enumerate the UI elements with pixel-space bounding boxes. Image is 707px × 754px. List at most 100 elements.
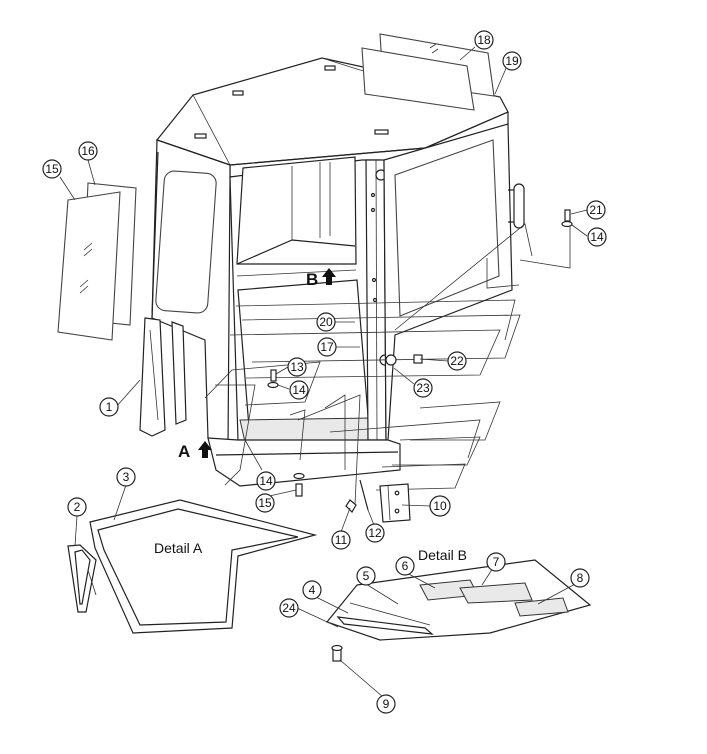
callout-12: 12	[365, 523, 385, 543]
detail-b-mat	[325, 559, 592, 662]
callout-circle	[365, 523, 385, 543]
callout-3: 3	[116, 467, 136, 487]
callout-20: 20	[316, 312, 336, 332]
callout-24: 24	[279, 598, 299, 618]
callout-circle	[78, 141, 98, 161]
callout-circle	[287, 357, 307, 377]
callout-number: 9	[383, 697, 390, 711]
callout-14c: 14	[587, 227, 607, 247]
callout-15a: 15	[255, 493, 275, 513]
callout-9: 9	[376, 694, 396, 714]
side-glass-panels	[57, 182, 137, 341]
callout-circle	[317, 337, 337, 357]
callout-7: 7	[486, 552, 506, 572]
callout-number: 21	[589, 203, 603, 217]
callout-number: 15	[45, 162, 59, 176]
callout-circle	[256, 471, 276, 491]
callout-22: 22	[447, 351, 467, 371]
callout-number: 11	[335, 533, 348, 547]
callout-number: 24	[282, 601, 296, 615]
callout-number: 14	[259, 474, 273, 488]
callout-number: 2	[74, 500, 81, 514]
callout-number: 3	[123, 470, 130, 484]
callout-number: 6	[402, 559, 409, 573]
callout-circle	[316, 312, 336, 332]
cab-floor-frame	[207, 437, 401, 487]
detail-a-label: Detail A	[154, 540, 203, 556]
callouts: 1 2 3 4 5 6 7 8 9 10 11 12 13 14 14 14 1…	[42, 30, 607, 714]
callout-number: 5	[363, 569, 370, 583]
callout-number: 4	[309, 583, 316, 597]
callout-circle	[376, 694, 396, 714]
callout-circle	[356, 566, 376, 586]
callout-number: 8	[577, 571, 584, 585]
callout-number: 16	[81, 144, 95, 158]
rear-glass	[361, 33, 495, 111]
callout-number: 19	[505, 54, 519, 68]
callout-circle	[570, 568, 590, 588]
callout-circle	[447, 351, 467, 371]
hardware	[267, 209, 573, 523]
callout-circle	[331, 530, 351, 550]
detail-b-label: Detail B	[418, 547, 467, 563]
detail-a-seal	[67, 499, 318, 634]
callout-13: 13	[287, 357, 307, 377]
callout-circle	[279, 598, 299, 618]
cab-door	[383, 123, 525, 441]
callout-circle	[486, 552, 506, 572]
callout-number: 7	[493, 555, 500, 569]
callout-circle	[99, 397, 119, 417]
callout-number: 17	[320, 340, 334, 354]
callout-circle	[587, 227, 607, 247]
callout-2: 2	[67, 497, 87, 517]
callout-number: 1	[106, 400, 113, 414]
up-arrow-icon	[198, 441, 212, 458]
seal-overlays	[204, 223, 571, 506]
callout-circle	[586, 200, 606, 220]
callout-8: 8	[570, 568, 590, 588]
callout-number: 23	[416, 381, 430, 395]
callout-circle	[302, 580, 322, 600]
view-arrow-a: A	[178, 441, 212, 461]
callout-17: 17	[317, 337, 337, 357]
callout-number: 12	[368, 526, 382, 540]
callout-circle	[255, 493, 275, 513]
callout-number: 20	[319, 315, 333, 329]
cab-front	[229, 156, 381, 443]
callout-circle	[42, 159, 62, 179]
callout-14b: 14	[256, 471, 276, 491]
callout-11: 11	[331, 530, 351, 550]
callout-21: 21	[586, 200, 606, 220]
callout-15b: 15	[42, 159, 62, 179]
callout-number: 22	[450, 354, 464, 368]
callout-1: 1	[99, 397, 119, 417]
callout-18: 18	[474, 30, 494, 50]
callout-10: 10	[429, 495, 451, 517]
callout-23: 23	[413, 378, 433, 398]
view-arrow-b: B	[306, 268, 336, 289]
callout-circle	[395, 556, 415, 576]
callout-6: 6	[395, 556, 415, 576]
callout-circle	[67, 497, 87, 517]
up-arrow-icon	[322, 268, 336, 285]
callout-number: 13	[290, 360, 304, 374]
callout-5: 5	[356, 566, 376, 586]
callout-circle	[502, 51, 522, 71]
callout-4: 4	[302, 580, 322, 600]
callout-19: 19	[502, 51, 522, 71]
callout-number: 14	[590, 230, 604, 244]
view-label-a: A	[178, 442, 190, 461]
callout-number: 14	[292, 383, 306, 397]
door-post	[365, 159, 391, 441]
callout-number: 15	[258, 496, 272, 510]
callout-circle	[429, 495, 451, 517]
callout-circle	[116, 467, 136, 487]
callout-16: 16	[78, 141, 98, 161]
view-label-b: B	[306, 270, 318, 289]
callout-14a: 14	[289, 380, 309, 400]
callout-circle	[413, 378, 433, 398]
callout-circle	[289, 380, 309, 400]
callout-number: 10	[433, 499, 447, 513]
callout-circle	[474, 30, 494, 50]
